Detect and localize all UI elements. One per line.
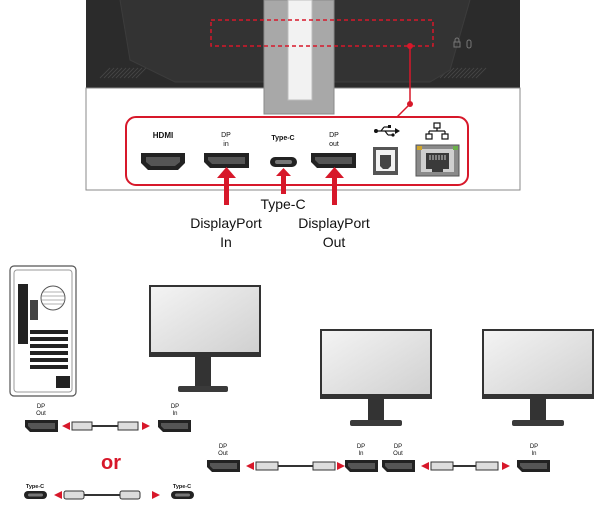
callout-displayport-out-line2: Out bbox=[323, 234, 346, 250]
dp-in-port bbox=[204, 153, 249, 168]
monitor1-dp-out-port bbox=[207, 460, 240, 472]
callout-displayport-in-line2: In bbox=[220, 234, 232, 250]
callout-arrows bbox=[217, 167, 344, 205]
usb-b-port bbox=[373, 147, 398, 175]
callout-displayport-out-line1: DisplayPort bbox=[298, 215, 370, 231]
monitor1-dp-out-label-line2: Out bbox=[218, 451, 228, 457]
callout-labels: DisplayPort In Type-C DisplayPort Out bbox=[190, 196, 370, 250]
type-c-port bbox=[270, 157, 297, 167]
hdmi-port bbox=[141, 153, 185, 170]
pc-dp-out-port bbox=[25, 420, 58, 432]
monitor3-dp-in-port bbox=[517, 460, 550, 472]
monitor1-type-c-label: Type-C bbox=[173, 484, 191, 490]
dp-out-port bbox=[311, 153, 356, 168]
monitor-front-3 bbox=[482, 329, 594, 426]
monitor3-dp-in-label-line1: DP bbox=[530, 444, 538, 450]
monitor-front-2 bbox=[320, 329, 432, 426]
callout-type-c: Type-C bbox=[260, 196, 305, 212]
monitor2-dp-out-label-line2: Out bbox=[393, 451, 403, 457]
monitor3-dp-in-label-line2: In bbox=[531, 451, 536, 457]
monitor1-dp-in-label-line2: In bbox=[172, 411, 177, 417]
monitor-front-1 bbox=[149, 285, 261, 392]
port-area-highlight bbox=[210, 19, 434, 47]
callout-displayport-in-line1: DisplayPort bbox=[190, 215, 262, 231]
network-icon bbox=[425, 122, 449, 140]
connection-monitor2-to-monitor3: DP Out DP In bbox=[382, 444, 550, 472]
pc-type-c-label: Type-C bbox=[26, 484, 44, 490]
monitor1-dp-in-label-line1: DP bbox=[171, 404, 179, 410]
dp-out-label-line1: DP bbox=[329, 132, 339, 139]
type-c-cable bbox=[54, 490, 160, 500]
dp-cable-3 bbox=[421, 461, 510, 471]
pc-tower bbox=[9, 265, 77, 397]
ethernet-port bbox=[415, 144, 460, 177]
hdmi-label: HDMI bbox=[153, 131, 173, 140]
monitor2-dp-out-port bbox=[382, 460, 415, 472]
lock-icon bbox=[453, 37, 472, 49]
monitor1-type-c-port bbox=[171, 491, 194, 499]
monitor1-dp-out-label-line1: DP bbox=[219, 444, 227, 450]
pc-dp-out-label-line2: Out bbox=[36, 411, 46, 417]
dp-out-label-line2: out bbox=[329, 141, 339, 148]
dp-cable-2 bbox=[246, 461, 345, 471]
pc-type-c-port bbox=[24, 491, 47, 499]
dp-cable-1 bbox=[62, 421, 150, 431]
monitor2-dp-in-port bbox=[345, 460, 378, 472]
connection-monitor1-to-monitor2: DP Out DP In bbox=[207, 444, 378, 472]
or-text: or bbox=[101, 452, 121, 474]
usb-icon bbox=[374, 125, 400, 137]
pc-dp-out-label-line1: DP bbox=[37, 404, 45, 410]
monitor2-dp-out-label-line1: DP bbox=[394, 444, 402, 450]
type-c-label: Type-C bbox=[271, 135, 294, 142]
dp-in-label-line1: DP bbox=[221, 132, 231, 139]
monitor1-dp-in-port bbox=[158, 420, 191, 432]
monitor-stand bbox=[263, 0, 335, 115]
connection-type-c: Type-C Type-C bbox=[24, 484, 194, 500]
monitor2-dp-in-label-line1: DP bbox=[357, 444, 365, 450]
dp-in-label-line2: in bbox=[223, 141, 229, 148]
monitor2-dp-in-label-line2: In bbox=[358, 451, 363, 457]
connection-pc-to-monitor1: DP Out DP In bbox=[25, 404, 191, 432]
io-port-panel: HDMI DP in Type-C DP out bbox=[125, 116, 469, 205]
